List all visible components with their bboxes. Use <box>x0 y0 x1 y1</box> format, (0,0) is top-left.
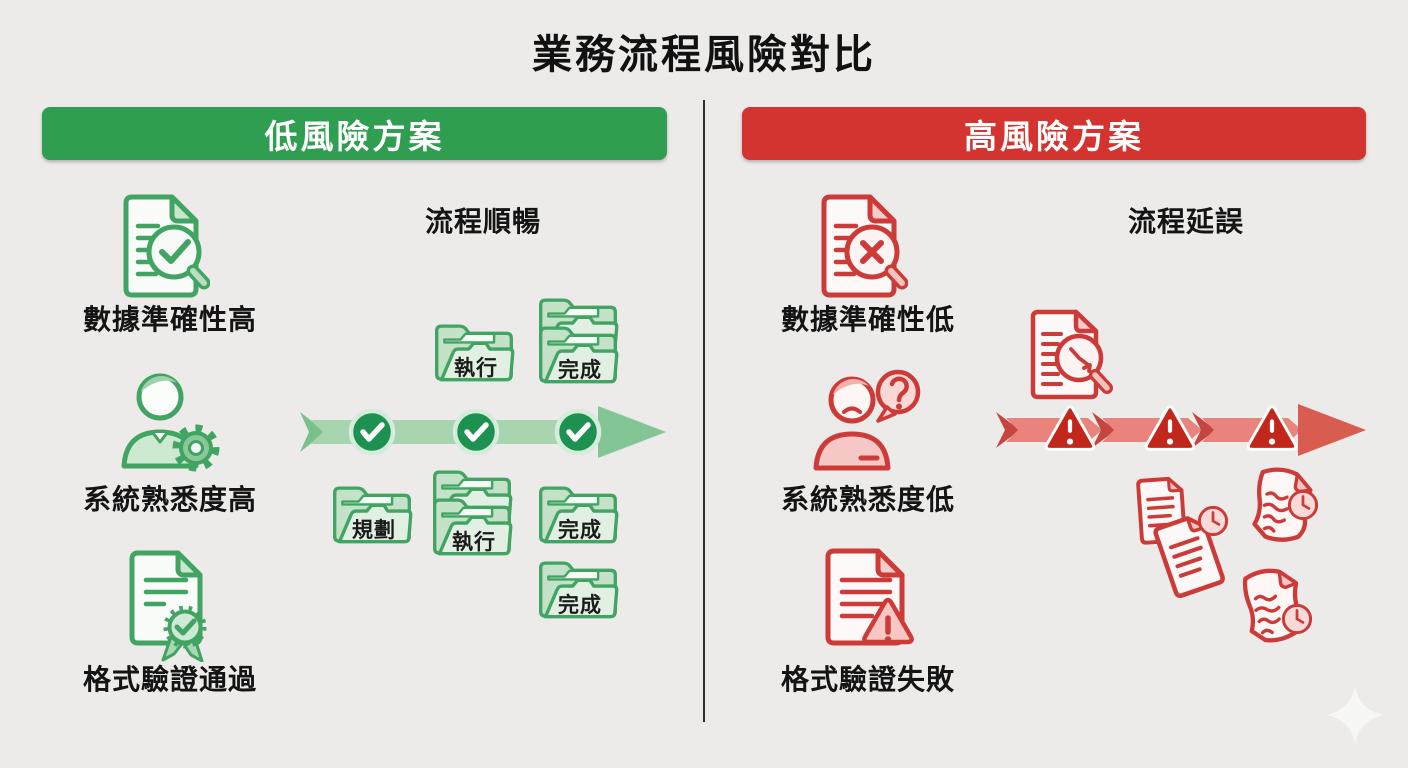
panel-divider <box>703 100 705 722</box>
stage-folder-label: 完成 <box>558 519 602 542</box>
user-gear-icon <box>110 366 224 483</box>
success-flow-arrow <box>296 400 668 469</box>
document-magnifier-x-icon <box>816 190 909 307</box>
document-magnifier-clock-icon <box>1026 306 1120 411</box>
stage-folder-label: 規劃 <box>352 519 396 542</box>
stage-folder-label: 執行 <box>454 357 498 380</box>
stage-folder: 規劃 <box>328 478 416 548</box>
stage-folder-label: 完成 <box>558 594 602 617</box>
clock-badge-icon <box>1281 603 1313 635</box>
page-title: 業務流程風險對比 <box>532 33 876 77</box>
document-ribbon-check-icon <box>124 546 216 667</box>
low-risk-header: 低風險方案 <box>42 107 667 160</box>
factor-label: 系統熟悉度高 <box>82 484 258 515</box>
checkpoint-icons <box>348 408 602 456</box>
delayed-document-crumpled-icon <box>1226 560 1324 665</box>
stage-folder: 執行 <box>430 316 518 386</box>
factor-label: 格式驗證失敗 <box>780 664 956 695</box>
sparkle-watermark-icon <box>1326 686 1384 749</box>
delayed-documents-pair-icon <box>1126 464 1242 609</box>
stage-folder-stack: 執行 <box>428 462 516 560</box>
stage-folder: 完成 <box>534 553 622 623</box>
user-question-icon <box>806 362 926 485</box>
clock-badge-icon <box>1197 505 1229 537</box>
delay-flow-arrow <box>992 396 1370 469</box>
factor-label: 系統熟悉度低 <box>780 484 956 515</box>
factor-label: 數據準確性低 <box>780 304 956 335</box>
high-risk-flow-label: 流程延誤 <box>1127 206 1245 237</box>
factor-label: 數據準確性高 <box>82 304 258 335</box>
delayed-document-crumpled-icon <box>1234 462 1332 567</box>
factor-label: 格式驗證通過 <box>82 664 258 695</box>
stage-folder: 完成 <box>534 478 622 548</box>
stage-folder-label: 完成 <box>558 359 602 382</box>
stage-folder-stack: 完成 <box>534 290 622 388</box>
document-magnifier-check-icon <box>118 190 211 307</box>
stage-folder-label: 執行 <box>452 531 496 554</box>
clock-badge-icon <box>1287 489 1319 521</box>
document-warning-icon <box>818 544 920 663</box>
low-risk-flow-label: 流程順暢 <box>424 206 542 237</box>
high-risk-header: 高風險方案 <box>742 107 1366 160</box>
